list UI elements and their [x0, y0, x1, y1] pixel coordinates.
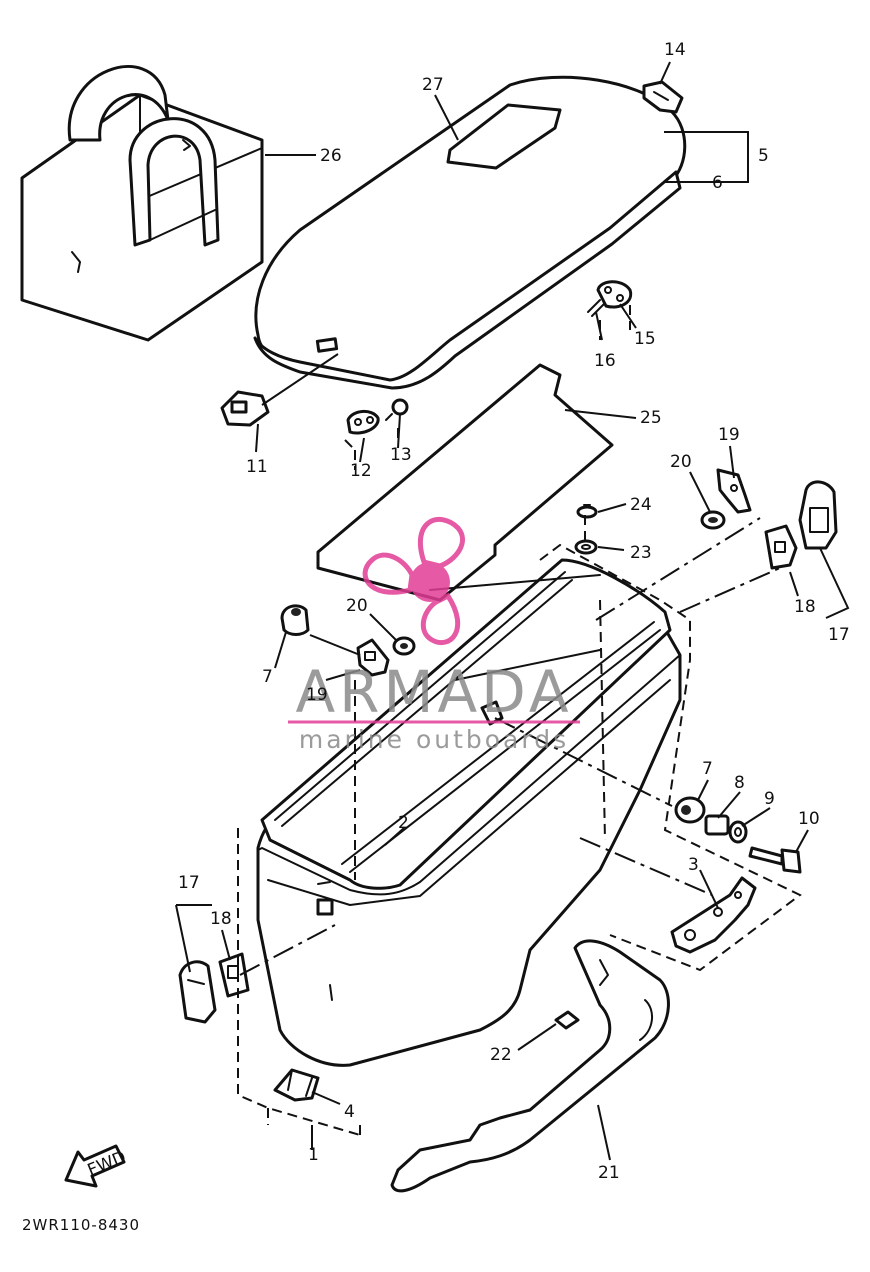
latch-part-17-left: [178, 960, 217, 1024]
lower-case-part-2: [256, 558, 682, 1067]
clip-part-18-right: [764, 524, 798, 570]
latch-part-17-right: [798, 480, 838, 550]
top-cover-part-27: [253, 75, 687, 390]
bumper-part-21: [390, 939, 670, 1193]
callout-15: 15: [634, 329, 656, 349]
fwd-arrow-icon: FWD: [64, 1144, 129, 1188]
callout-17-left: 17: [178, 873, 200, 893]
callout-8: 8: [734, 773, 745, 793]
plate-part-15: [596, 280, 633, 309]
watermark-subtitle: marine outboards: [299, 725, 569, 754]
callout-12: 12: [350, 461, 372, 481]
pin-part-16: [587, 299, 605, 317]
hinge-part-3: [670, 876, 757, 954]
washer-part-23: [574, 539, 598, 555]
propeller-blade-top: [417, 517, 465, 569]
hook-part-11: [220, 390, 270, 427]
callout-19-right: 19: [718, 425, 740, 445]
collar-part-8: [704, 814, 730, 836]
bracket-part-19-right: [716, 468, 752, 514]
callout-26: 26: [320, 146, 342, 166]
callout-20-left: 20: [346, 596, 368, 616]
bolt-part-24: [576, 504, 598, 519]
propeller-blade-right: [420, 592, 461, 646]
propeller-logo: [362, 517, 465, 646]
callout-27: 27: [422, 75, 444, 95]
callout-24: 24: [630, 495, 652, 515]
plate-part-12: [346, 410, 380, 435]
watermark-title: ARMADA: [295, 658, 572, 726]
clip-part-22: [554, 1010, 580, 1030]
stopper-part-4: [273, 1068, 320, 1102]
callout-10: 10: [798, 809, 820, 829]
bracket-part-19-left: [356, 638, 390, 677]
callout-3: 3: [688, 855, 699, 875]
callout-11: 11: [246, 457, 268, 477]
callout-5: 5: [758, 146, 769, 166]
callout-18-left: 18: [210, 909, 232, 929]
callout-2: 2: [398, 813, 409, 833]
callout-23: 23: [630, 543, 652, 563]
callout-7-left: 7: [262, 667, 273, 687]
callout-21: 21: [598, 1163, 620, 1183]
callout-7-right: 7: [702, 759, 713, 779]
storage-bag-part-26: [20, 65, 264, 342]
callout-13: 13: [390, 445, 412, 465]
propeller-hub: [410, 562, 450, 602]
callout-4: 4: [344, 1102, 355, 1122]
callout-9: 9: [764, 789, 775, 809]
callout-14: 14: [664, 40, 686, 60]
grommet-part-20-right: [700, 510, 726, 530]
assembly-outlines: [237, 305, 802, 1136]
grommet-part-20-left: [392, 636, 416, 656]
callout-19-left: 19: [306, 685, 328, 705]
callout-16: 16: [594, 351, 616, 371]
callout-1: 1: [308, 1145, 319, 1165]
armada-watermark: ARMADA marine outboards: [288, 517, 580, 754]
propeller-blade-left: [362, 552, 415, 595]
clip-part-18-left: [218, 952, 250, 998]
bolt-part-10: [748, 846, 802, 874]
callout-25: 25: [640, 408, 662, 428]
callout-18-right: 18: [794, 597, 816, 617]
callout-20-right: 20: [670, 452, 692, 472]
drawing-code: 2WR110-8430: [22, 1216, 140, 1234]
grommet-part-7-left: [280, 604, 310, 636]
screw-part-13: [385, 398, 409, 421]
leader-lines: [175, 61, 850, 1161]
callout-6: 6: [712, 173, 723, 193]
washer-part-9: [728, 820, 748, 844]
liner-part-25: [316, 363, 614, 602]
callout-22: 22: [490, 1045, 512, 1065]
fwd-label: FWD: [85, 1147, 129, 1180]
grommet-part-7-right: [674, 796, 706, 824]
callout-17-right: 17: [828, 625, 850, 645]
callout-labels: 27 26 14 5 6 15 16 11 12 13 25 19 20 24 …: [178, 40, 850, 1183]
